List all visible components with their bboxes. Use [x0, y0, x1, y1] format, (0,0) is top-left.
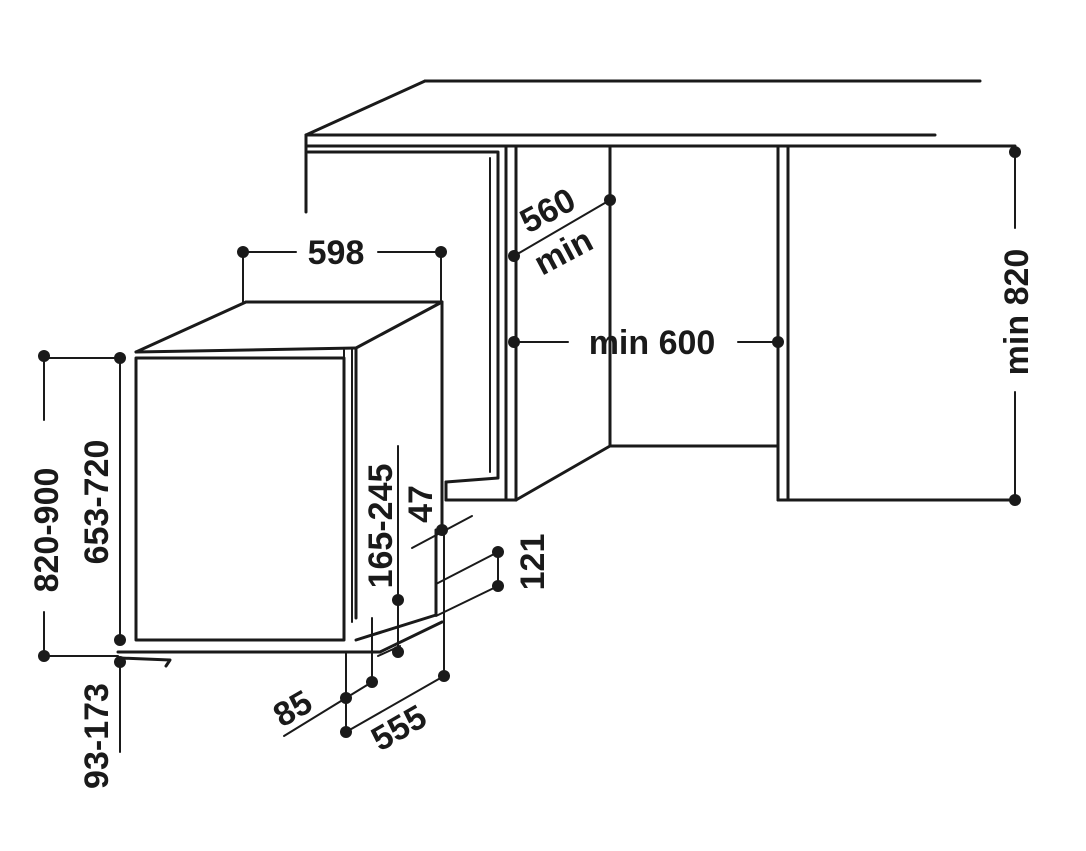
- label-555: 555: [365, 698, 433, 759]
- dimension-height-820-900: 820-900: [28, 350, 125, 662]
- dimension-gap-121: 121: [435, 534, 552, 617]
- label-47: 47: [402, 485, 440, 523]
- label-121: 121: [514, 534, 552, 591]
- countertop: [304, 79, 1017, 148]
- dimension-width-598: 598: [237, 234, 447, 303]
- label-598: 598: [308, 234, 365, 272]
- dimension-width-min-600: min 600: [508, 324, 784, 362]
- dimension-plinth-93-173: 93-173: [43, 655, 126, 789]
- label-min-600: min 600: [589, 324, 716, 362]
- label-653-720: 653-720: [78, 440, 116, 565]
- label-165-245: 165-245: [362, 464, 400, 589]
- label-min-820: min 820: [998, 249, 1036, 376]
- dimension-door-165-245: 165-245: [362, 445, 404, 658]
- dimension-gap-47: 47: [402, 485, 473, 549]
- label-85: 85: [267, 683, 319, 735]
- dimension-depth-85: 85: [267, 639, 378, 737]
- dimension-height-min-820: min 820: [998, 146, 1036, 506]
- dimension-depth-560-min: 560 min: [508, 181, 616, 283]
- label-93-173: 93-173: [78, 683, 116, 789]
- dishwasher-door: [134, 356, 346, 642]
- dishwasher-body: [116, 300, 444, 668]
- label-820-900: 820-900: [28, 468, 66, 593]
- dimension-height-653-720: 653-720: [78, 352, 126, 646]
- cabinet-niche: [304, 144, 1017, 502]
